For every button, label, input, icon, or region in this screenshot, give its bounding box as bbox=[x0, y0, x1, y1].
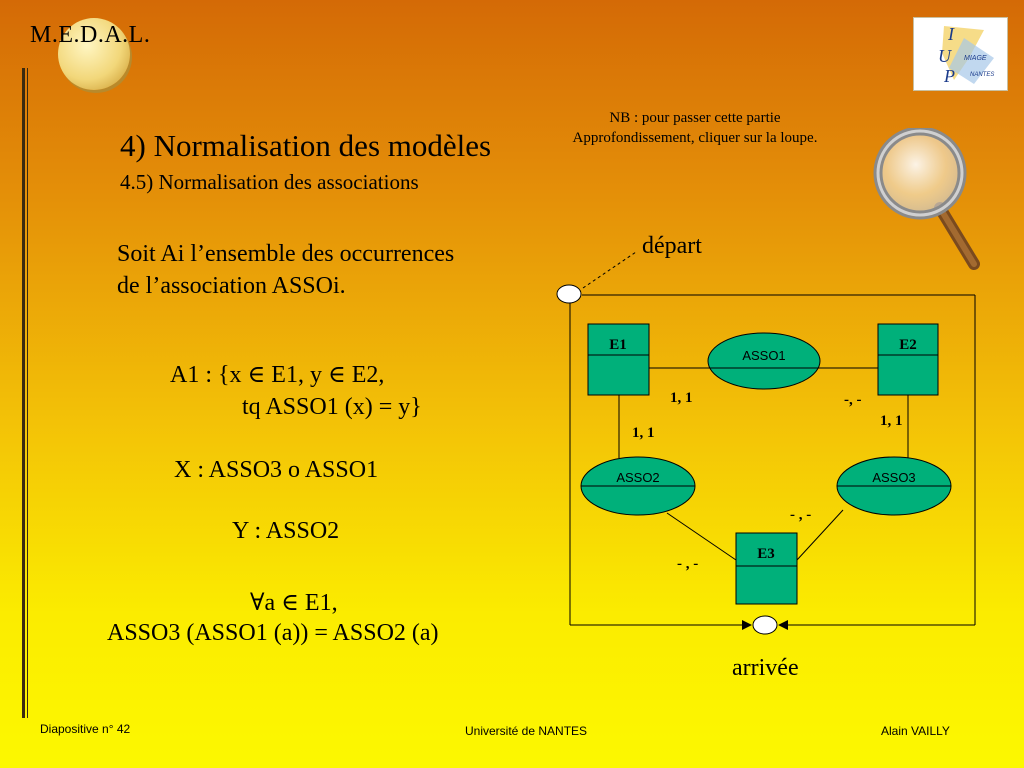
asso2-label: ASSO2 bbox=[616, 470, 659, 485]
entity-e3-label: E3 bbox=[757, 546, 775, 562]
cardinality-e3-asso3: - , - bbox=[790, 507, 811, 523]
logo-letter-p: P bbox=[943, 66, 955, 86]
arrow-head-right bbox=[778, 620, 788, 630]
cardinality-e1-asso1: 1, 1 bbox=[670, 390, 693, 406]
entity-e1: E1 bbox=[587, 323, 650, 396]
formula-assertion: ASSO3 (ASSO1 (a)) = ASSO2 (a) bbox=[107, 620, 439, 646]
left-rule-thin bbox=[27, 68, 28, 718]
formula-a1-line-1: A1 : {x ∈ E1, y ∈ E2, bbox=[170, 362, 385, 388]
footer-author: Alain VAILLY bbox=[881, 724, 950, 738]
magnifier-icon[interactable] bbox=[870, 126, 990, 283]
arrivee-node bbox=[752, 615, 778, 635]
depart-dashed-line bbox=[582, 251, 637, 289]
brand-title: M.E.D.A.L. bbox=[30, 22, 151, 48]
arrivee-label: arrivée bbox=[732, 655, 799, 681]
logo-letter-u: U bbox=[938, 46, 952, 66]
formula-a1-line-2: tq ASSO1 (x) = y} bbox=[242, 394, 422, 420]
entity-e1-label: E1 bbox=[609, 337, 627, 353]
entity-e2-label: E2 bbox=[899, 337, 917, 353]
footer-slide-number: Diapositive n° 42 bbox=[40, 722, 131, 736]
nb-note: NB : pour passer cette partie Approfondi… bbox=[540, 108, 850, 148]
nb-line-1: NB : pour passer cette partie bbox=[609, 110, 781, 126]
formula-x: X : ASSO3 o ASSO1 bbox=[174, 457, 379, 483]
depart-node bbox=[556, 284, 582, 304]
cardinality-e1-asso2: 1, 1 bbox=[632, 425, 655, 441]
association-asso1: ASSO1 bbox=[707, 332, 821, 390]
asso3-label: ASSO3 bbox=[872, 470, 915, 485]
iup-miage-logo: I U P MIAGE NANTES bbox=[913, 17, 1008, 91]
asso1-label: ASSO1 bbox=[742, 348, 785, 363]
cardinality-e2-asso3: 1, 1 bbox=[880, 413, 903, 429]
formula-forall: ∀a ∈ E1, bbox=[250, 590, 338, 616]
depart-label: départ bbox=[642, 233, 702, 259]
link-asso2-e3 bbox=[666, 512, 737, 561]
link-asso3-e3 bbox=[796, 509, 844, 561]
logo-word-nantes: NANTES bbox=[970, 72, 994, 78]
formula-y: Y : ASSO2 bbox=[232, 518, 340, 544]
slide-title: 4) Normalisation des modèles bbox=[120, 128, 492, 163]
logo-word-miage: MIAGE bbox=[964, 55, 987, 62]
arrow-head-left bbox=[742, 620, 752, 630]
association-asso2: ASSO2 bbox=[580, 456, 696, 516]
entity-e2: E2 bbox=[877, 323, 939, 396]
definition-line-1: Soit Ai l’ensemble des occurrences bbox=[117, 241, 455, 267]
left-rule bbox=[22, 68, 25, 718]
cardinality-e2-asso1: -, - bbox=[844, 392, 862, 408]
cardinality-e3-asso2: - , - bbox=[677, 556, 698, 572]
logo-letter-i: I bbox=[947, 24, 955, 44]
nb-line-2: Approfondissement, cliquer sur la loupe. bbox=[572, 130, 818, 146]
association-asso3: ASSO3 bbox=[836, 456, 952, 516]
footer-university: Université de NANTES bbox=[465, 724, 588, 738]
entity-e3: E3 bbox=[735, 532, 798, 605]
medal-coin-image bbox=[58, 18, 130, 90]
slide-subtitle: 4.5) Normalisation des associations bbox=[120, 170, 419, 194]
definition-line-2: de l’association ASSOi. bbox=[117, 273, 346, 299]
